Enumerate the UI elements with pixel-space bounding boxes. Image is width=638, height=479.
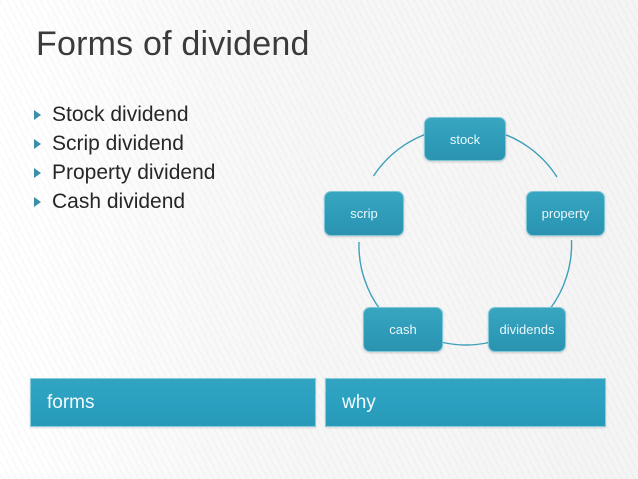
list-item-label: Cash dividend (52, 190, 186, 213)
triangle-bullet-icon (34, 194, 52, 212)
cycle-node-scrip[interactable]: scrip (324, 191, 404, 236)
cycle-node-dividends[interactable]: dividends (488, 307, 566, 352)
cycle-node-label: dividends (499, 322, 555, 337)
bottom-bar-why[interactable]: why (325, 378, 606, 427)
cycle-node-property[interactable]: property (526, 191, 605, 236)
cycle-node-label: stock (449, 131, 481, 147)
triangle-bullet-icon (34, 136, 52, 154)
bottom-bar-forms[interactable]: forms (30, 378, 316, 427)
list-item: Scrip dividend (34, 131, 324, 159)
bottom-bar-label: why (342, 391, 376, 413)
list-item: Cash dividend (34, 189, 324, 217)
bottom-bar-label: forms (47, 391, 95, 413)
bullet-list: Stock dividend Scrip dividend Property d… (34, 102, 324, 218)
list-item: Stock dividend (34, 102, 324, 130)
list-item: Property dividend (34, 160, 324, 188)
list-item-label: Scrip dividend (52, 132, 184, 155)
cycle-node-cash[interactable]: cash (363, 307, 443, 352)
cycle-node-stock[interactable]: stock (424, 117, 506, 161)
cycle-node-label: cash (389, 322, 417, 337)
cycle-node-label: property (541, 206, 590, 221)
triangle-bullet-icon (34, 107, 52, 125)
cycle-diagram: stock property dividends cash scrip (310, 100, 630, 370)
list-item-label: Property dividend (52, 161, 216, 184)
page-title: Forms of dividend (36, 25, 310, 63)
cycle-node-label: scrip (350, 206, 378, 221)
triangle-bullet-icon (34, 165, 52, 183)
list-item-label: Stock dividend (52, 103, 189, 126)
